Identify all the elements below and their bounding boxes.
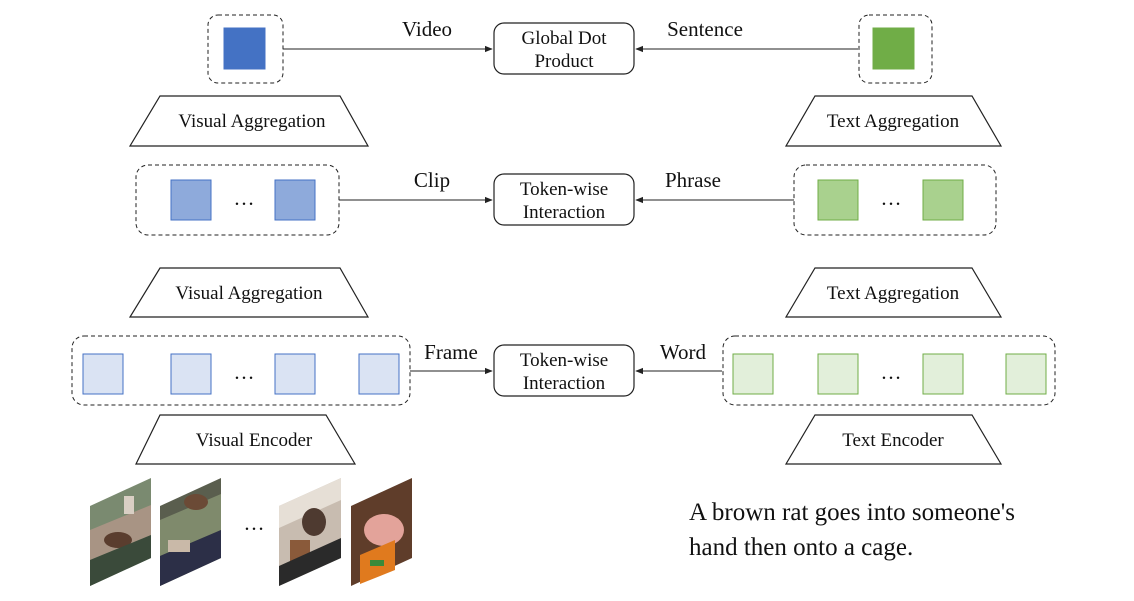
frame-label: Frame (424, 340, 478, 364)
global-dot-product-line2: Product (534, 51, 594, 72)
global-dot-product-line1: Global Dot (522, 28, 608, 49)
video-label: Video (402, 17, 452, 41)
word-ellipsis: … (881, 360, 902, 384)
visual-encoder-block (135, 414, 357, 465)
word-token (922, 353, 964, 395)
video-token (223, 27, 266, 70)
word-token (817, 353, 859, 395)
visual-aggregation-top-block (128, 95, 370, 147)
frames-ellipsis: … (244, 511, 265, 535)
phrase-token (922, 179, 964, 221)
frame-token (82, 353, 124, 395)
token-wise-interaction-mid-line1: Token-wise (520, 179, 608, 200)
sentence-label: Sentence (667, 17, 743, 41)
word-token-group (722, 335, 1056, 406)
text-aggregation-mid-label: Text Aggregation (827, 283, 960, 304)
clip-ellipsis: … (234, 186, 255, 210)
clip-token (274, 179, 316, 221)
token-wise-interaction-mid-line2: Interaction (523, 202, 606, 223)
sentence-token (872, 27, 915, 70)
word-label: Word (660, 340, 707, 364)
caption-line2: hand then onto a cage. (689, 534, 913, 561)
phrase-label: Phrase (665, 168, 721, 192)
hand-orange-frame-icon (351, 478, 412, 586)
frame-ellipsis: … (234, 360, 255, 384)
frame-token-group (71, 335, 411, 406)
rat-cage-frame-icon (279, 478, 341, 586)
text-aggregation-top-block (784, 95, 1003, 147)
phrase-ellipsis: … (881, 186, 902, 210)
global-dot-product-box (493, 22, 635, 75)
rat-sleeve-frame-icon (160, 478, 221, 586)
token-wise-interaction-bottom-box (493, 344, 635, 397)
phrase-token-group (793, 164, 997, 236)
text-aggregation-top-label: Text Aggregation (827, 111, 960, 132)
visual-encoder-label: Visual Encoder (196, 430, 313, 451)
token-wise-interaction-bottom-line2: Interaction (523, 373, 606, 394)
token-wise-interaction-mid-box (493, 173, 635, 226)
frame-token (170, 353, 212, 395)
clip-token (170, 179, 212, 221)
word-token (732, 353, 774, 395)
visual-aggregation-mid-block (128, 267, 370, 318)
frame-token (274, 353, 316, 395)
frame-token (358, 353, 400, 395)
phrase-token (817, 179, 859, 221)
sentence-token-group (858, 14, 933, 84)
text-encoder-block (784, 414, 1003, 465)
visual-aggregation-top-label: Visual Aggregation (178, 111, 326, 132)
visual-aggregation-mid-label: Visual Aggregation (175, 283, 323, 304)
token-wise-interaction-bottom-line1: Token-wise (520, 350, 608, 371)
text-aggregation-mid-block (784, 267, 1003, 318)
clip-label: Clip (414, 168, 450, 192)
word-token (1005, 353, 1047, 395)
caption-line1: A brown rat goes into someone's (689, 499, 1015, 526)
rat-hand-frame-icon (90, 478, 151, 586)
text-encoder-label: Text Encoder (842, 430, 944, 451)
